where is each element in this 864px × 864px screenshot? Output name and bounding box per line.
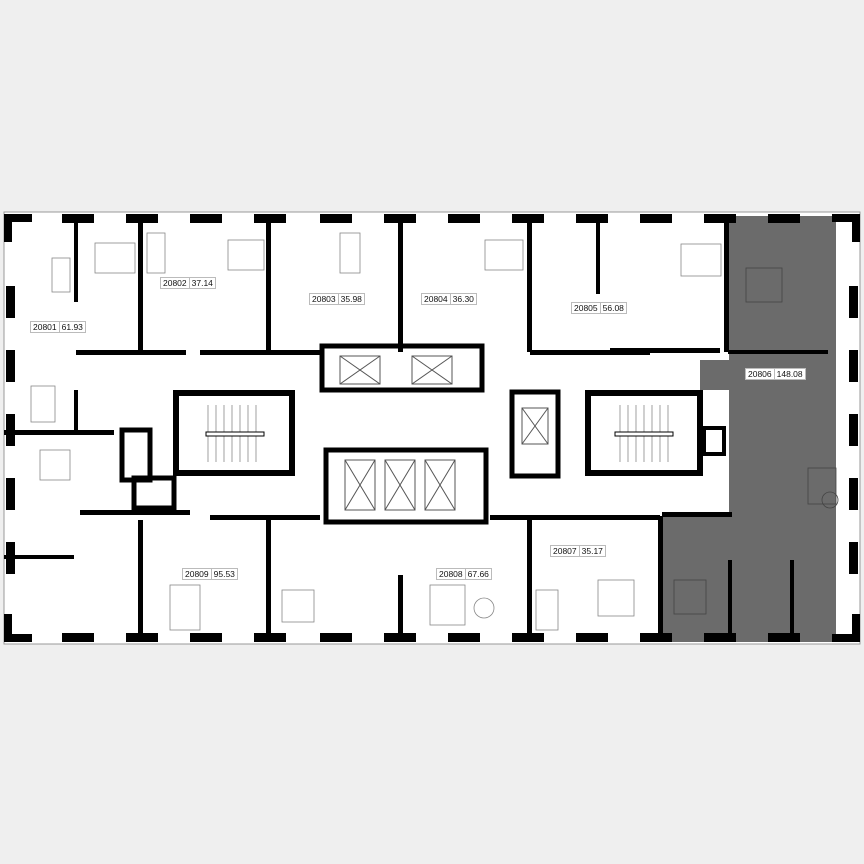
- unit-area: 67.66: [467, 569, 489, 579]
- unit-number: 20803: [310, 294, 339, 304]
- unit-label-20808[interactable]: 20808 67.66: [436, 568, 492, 580]
- unit-label-20803[interactable]: 20803 35.98: [309, 293, 365, 305]
- unit-area: 61.93: [61, 322, 83, 332]
- unit-area: 56.08: [602, 303, 624, 313]
- unit-area: 36.30: [452, 294, 474, 304]
- unit-area: 95.53: [213, 569, 235, 579]
- unit-label-20807[interactable]: 20807 35.17: [550, 545, 606, 557]
- unit-20806-highlight[interactable]: [662, 216, 836, 642]
- unit-number: 20805: [572, 303, 601, 313]
- unit-number: 20809: [183, 569, 212, 579]
- unit-label-20804[interactable]: 20804 36.30: [421, 293, 477, 305]
- unit-number: 20808: [437, 569, 466, 579]
- unit-label-20805[interactable]: 20805 56.08: [571, 302, 627, 314]
- unit-area: 37.14: [191, 278, 213, 288]
- unit-area: 35.17: [581, 546, 603, 556]
- unit-number: 20801: [31, 322, 60, 332]
- unit-label-20802[interactable]: 20802 37.14: [160, 277, 216, 289]
- unit-area: 35.98: [340, 294, 362, 304]
- interior-walls: [4, 222, 828, 640]
- unit-number: 20807: [551, 546, 580, 556]
- unit-label-20809[interactable]: 20809 95.53: [182, 568, 238, 580]
- unit-area: 148.08: [776, 369, 803, 379]
- unit-number: 20806: [746, 369, 775, 379]
- core: [119, 343, 726, 525]
- unit-label-20806[interactable]: 20806 148.08: [745, 368, 806, 380]
- unit-number: 20804: [422, 294, 451, 304]
- furniture: [30, 232, 839, 631]
- unit-label-20801[interactable]: 20801 61.93: [30, 321, 86, 333]
- unit-number: 20802: [161, 278, 190, 288]
